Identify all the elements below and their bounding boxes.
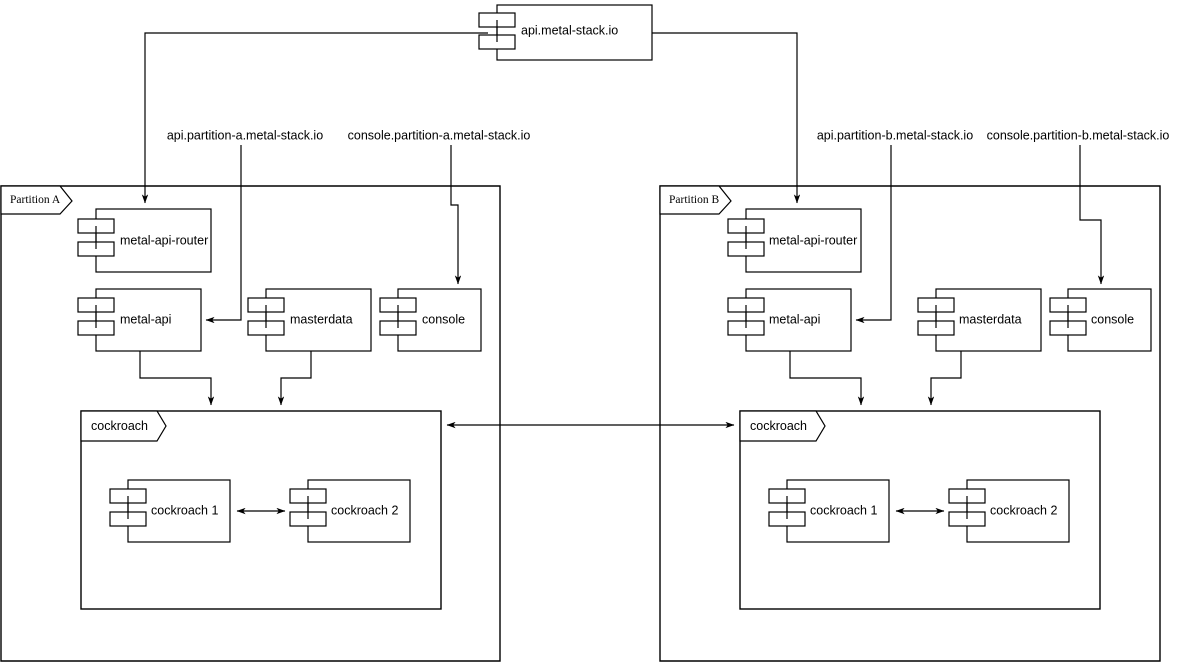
masterdata-a-label: masterdata: [290, 312, 353, 326]
masterdata-b-label: masterdata: [959, 312, 1022, 326]
edge-metal-api-a-to-cockroach-a: [139, 351, 215, 406]
edge-console-partition-b-to-console-b: [1079, 145, 1105, 285]
cockroach-2-b[interactable]: cockroach 2: [948, 479, 1070, 543]
cockroach-2-a-label: cockroach 2: [331, 503, 398, 517]
console-b-label: console: [1091, 312, 1134, 326]
cockroach-1-a[interactable]: cockroach 1: [109, 479, 231, 543]
cockroach-1-b[interactable]: cockroach 1: [768, 479, 890, 543]
api-metal-stack-io-label: api.metal-stack.io: [521, 23, 618, 37]
cockroach-1-a-label: cockroach 1: [151, 503, 218, 517]
partition-a-label: Partition A: [10, 194, 61, 206]
metal-api-router-b[interactable]: metal-api-router: [727, 208, 862, 273]
metal-api-router-a[interactable]: metal-api-router: [77, 208, 212, 273]
cockroach-group-b-label: cockroach: [750, 419, 807, 433]
edge-api-partition-a-to-metal-api-a: [205, 145, 242, 324]
api-partition-a-label: api.partition-a.metal-stack.io: [167, 128, 323, 142]
metal-api-b[interactable]: metal-api: [727, 288, 852, 352]
masterdata-a[interactable]: masterdata: [247, 288, 372, 352]
partition-a-container: Partition A: [0, 185, 501, 662]
console-a-label: console: [422, 312, 465, 326]
api-partition-b-label: api.partition-b.metal-stack.io: [817, 128, 973, 142]
metal-api-a[interactable]: metal-api: [77, 288, 202, 352]
metal-api-b-label: metal-api: [769, 312, 820, 326]
edge-masterdata-b-to-cockroach-b: [927, 351, 962, 406]
api-metal-stack-io[interactable]: api.metal-stack.io: [478, 4, 653, 61]
cockroach-group-a-label: cockroach: [91, 419, 148, 433]
partition-b-label: Partition B: [669, 194, 719, 206]
metal-api-a-label: metal-api: [120, 312, 171, 326]
cockroach-2-a[interactable]: cockroach 2: [289, 479, 411, 543]
edge-api-partition-b-to-metal-api-b: [855, 145, 892, 324]
cockroach-1-b-label: cockroach 1: [810, 503, 877, 517]
cockroach-2-b-label: cockroach 2: [990, 503, 1057, 517]
console-b[interactable]: console: [1049, 288, 1152, 352]
edge-metal-api-b-to-cockroach-b: [789, 351, 865, 406]
console-partition-a-label: console.partition-a.metal-stack.io: [348, 128, 531, 142]
edge-api-to-router-b: [652, 32, 801, 204]
edge-api-to-router-a: [141, 32, 488, 204]
cockroach-group-b: cockroach: [739, 410, 1101, 610]
cockroach-group-a: cockroach: [80, 410, 442, 610]
edge-masterdata-a-to-cockroach-a: [277, 351, 312, 406]
console-a[interactable]: console: [379, 288, 482, 352]
metal-api-router-a-label: metal-api-router: [120, 233, 208, 247]
edge-console-partition-a-to-console-a: [450, 145, 462, 285]
partition-b-container: Partition B: [659, 185, 1161, 662]
metal-api-router-b-label: metal-api-router: [769, 233, 857, 247]
masterdata-b[interactable]: masterdata: [917, 288, 1042, 352]
console-partition-b-label: console.partition-b.metal-stack.io: [987, 128, 1170, 142]
